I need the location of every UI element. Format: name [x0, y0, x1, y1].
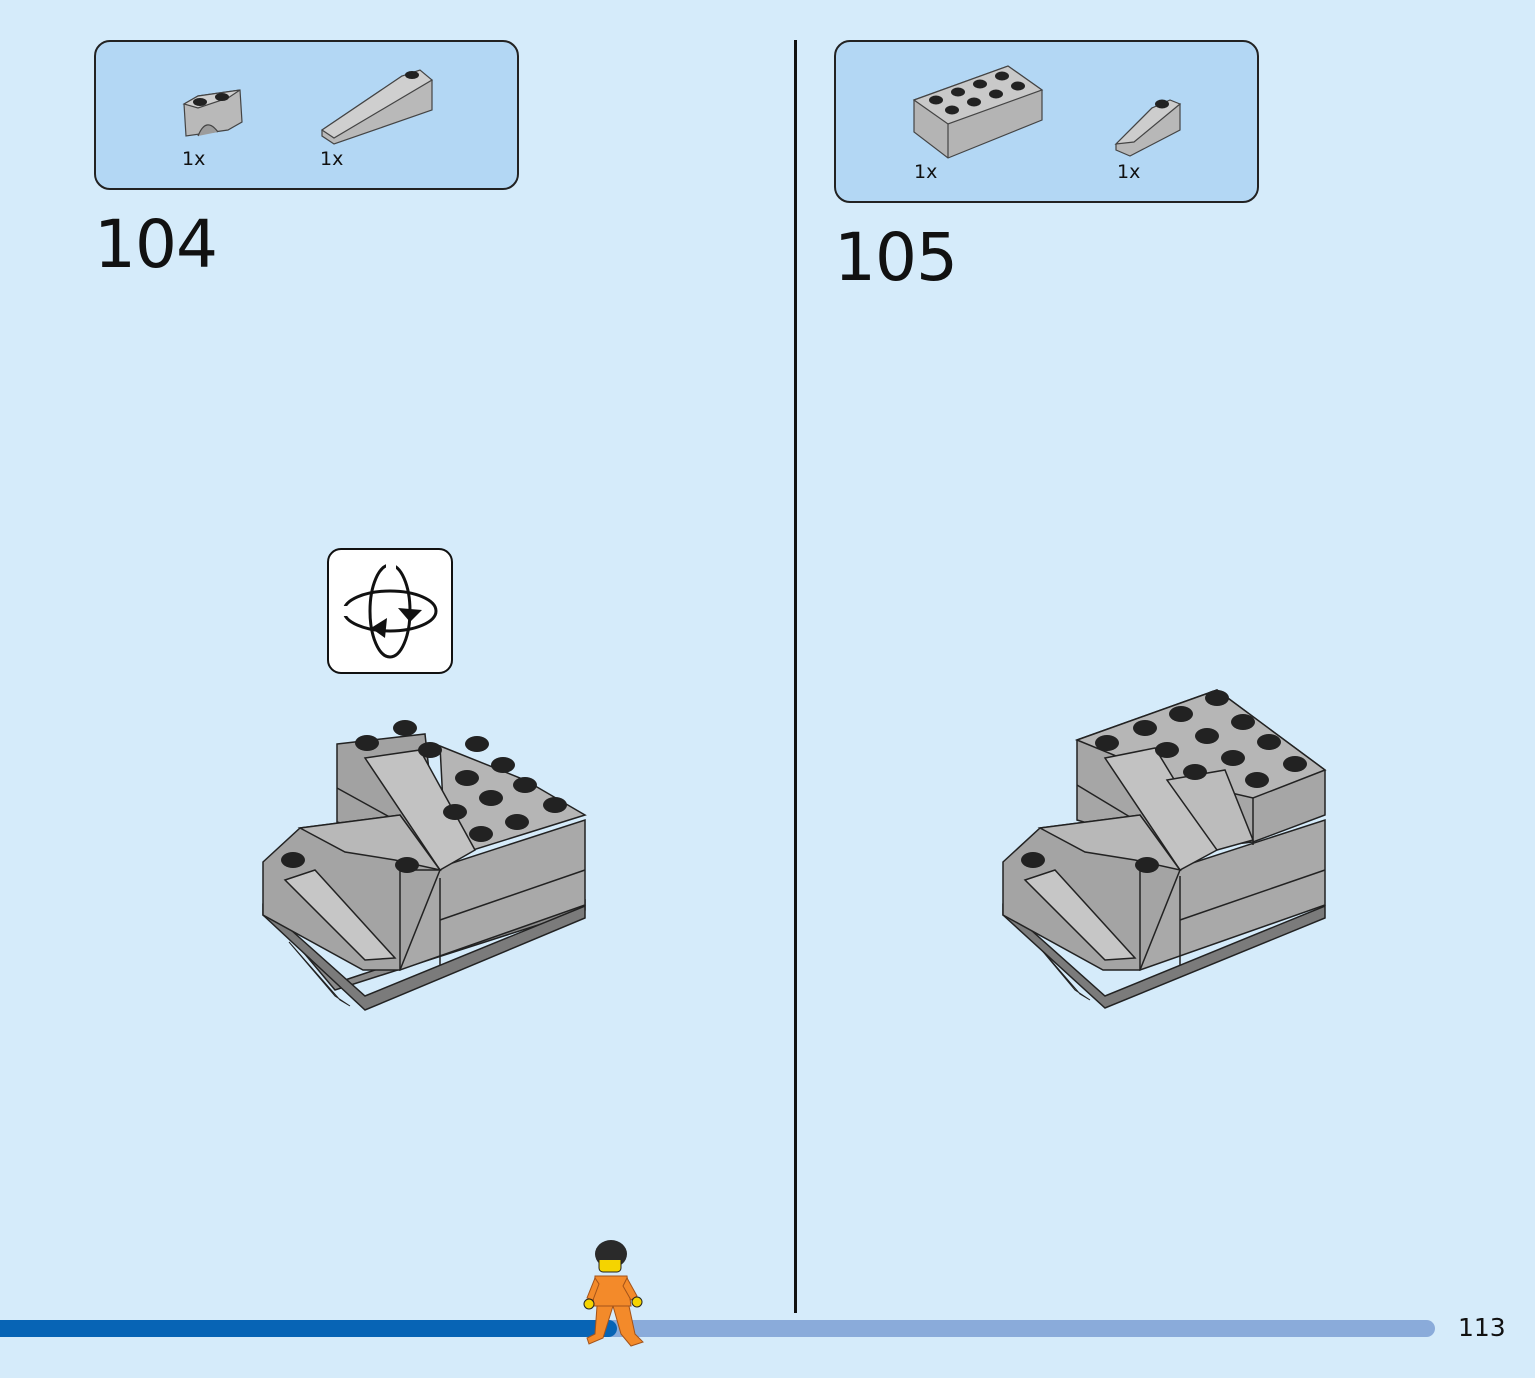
rotate-model-icon: [339, 560, 438, 659]
model-step-105: [1002, 689, 1327, 1009]
model-step-104: [262, 720, 587, 1011]
page-number: 113: [1458, 1313, 1506, 1342]
part-qty: 1x: [182, 148, 206, 170]
light-gray-curved-slope-icon: [320, 69, 434, 145]
part-qty: 1x: [914, 161, 938, 183]
light-gray-2x4-brick-icon: [912, 65, 1044, 159]
step-divider: [794, 40, 797, 1313]
parts-callout-step-104: 1x 1x: [94, 40, 519, 190]
step-number: 105: [834, 219, 958, 296]
progress-bar-fill: [0, 1320, 618, 1337]
progress-bar: [0, 1320, 1435, 1337]
light-gray-1x2-slope-icon: [1114, 99, 1182, 157]
parts-callout-step-105: 1x 1x: [834, 40, 1259, 203]
part-qty: 1x: [1117, 161, 1141, 183]
light-gray-1x2-arch-brick-icon: [182, 89, 243, 137]
minifigure-progress-marker-icon: [583, 1240, 644, 1347]
step-number: 104: [94, 206, 218, 283]
part-qty: 1x: [320, 148, 344, 170]
rotate-model-box: [327, 548, 453, 674]
